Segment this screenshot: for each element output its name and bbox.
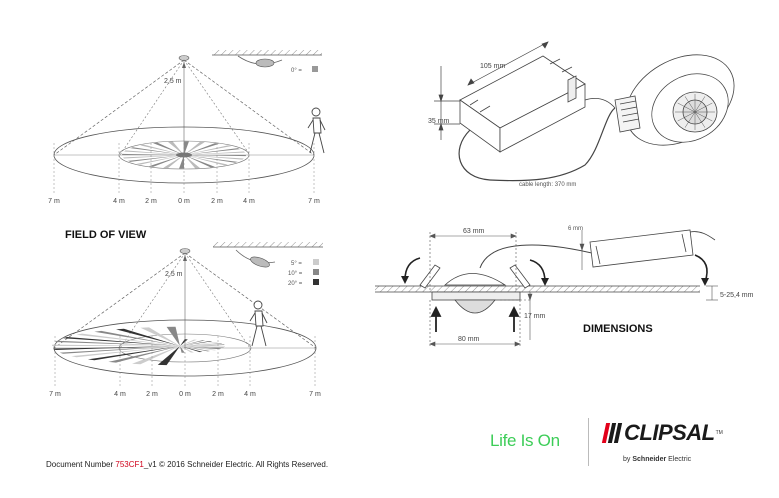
sensor-3d-drawing xyxy=(614,54,735,146)
distance-tick-label: 2 m xyxy=(145,198,157,205)
cable-diameter-label: 6 mm xyxy=(568,226,583,232)
distance-tick-label: 4 m xyxy=(113,198,125,205)
distance-tick-label: 7 m xyxy=(308,198,320,205)
clipsal-wordmark: CLIPSAL xyxy=(624,420,715,445)
clipsal-byline: by Schneider Electric xyxy=(623,456,691,463)
distance-tick-label: 4 m xyxy=(244,391,256,398)
sensor-icon xyxy=(179,248,191,254)
distance-tick-label: 0 m xyxy=(178,198,190,205)
distance-tick-label: 2 m xyxy=(211,198,223,205)
sensor-icon xyxy=(250,256,270,268)
legend-swatch-5deg xyxy=(313,259,319,265)
byline-by: by xyxy=(623,456,631,463)
document-footer: Document Number 753CF1_v1 © 2016 Schneid… xyxy=(46,460,328,469)
installation-drawing xyxy=(375,229,718,348)
walking-person-icon xyxy=(249,300,268,347)
box-length-label: 105 mm xyxy=(480,63,505,70)
box-dimension-lines xyxy=(434,41,549,140)
footer-prefix: Document Number xyxy=(46,460,114,469)
byline-electric: Electric xyxy=(668,456,692,463)
distance-tick-label: 7 m xyxy=(48,198,60,205)
mounting-height-label: 2,5 m xyxy=(164,78,182,85)
bottom-fov-diagram: 7 m 4 m 2 m 0 m 2 m 4 m 7 m xyxy=(49,242,323,398)
width-bottom-label: 80 mm xyxy=(458,336,480,343)
dimensions-heading: DIMENSIONS xyxy=(583,323,653,335)
ceiling-hatch xyxy=(213,242,323,247)
distance-scale: 7 m 4 m 2 m 0 m 2 m 4 m 7 m xyxy=(49,336,321,398)
distance-tick-label: 0 m xyxy=(179,391,191,398)
document-number: 753CF1 xyxy=(115,460,144,469)
legend-label-20deg: 20° = xyxy=(288,281,303,287)
legend-label-0deg: 0° = xyxy=(291,68,302,74)
life-is-on-logo: Life Is On xyxy=(490,431,560,450)
sensor-icon xyxy=(255,58,275,68)
ceiling-thickness-label: 5-25,4 mm xyxy=(720,292,754,299)
distance-tick-label: 4 m xyxy=(114,391,126,398)
top-fov-diagram: 7 m 4 m 2 m 0 m 2 m 4 m 7 m xyxy=(48,50,326,205)
footer-copyright: _v1 © 2016 Schneider Electric. All Right… xyxy=(143,460,329,469)
clipsal-bars-icon xyxy=(601,423,623,443)
distance-tick-label: 7 m xyxy=(49,391,61,398)
cable-length-label: cable length: 370 mm xyxy=(519,182,576,188)
distance-tick-label: 4 m xyxy=(243,198,255,205)
width-top-label: 63 mm xyxy=(463,228,485,235)
mounting-height-label: 2,5 m xyxy=(165,271,183,278)
legend-swatch-10deg xyxy=(313,269,319,275)
detection-zone-pattern xyxy=(122,141,246,169)
driver-box-drawing xyxy=(458,55,616,182)
distance-tick-label: 2 m xyxy=(212,391,224,398)
distance-scale: 7 m 4 m 2 m 0 m 2 m 4 m 7 m xyxy=(48,143,320,205)
legend-swatch-20deg xyxy=(313,279,319,285)
field-of-view-heading: FIELD OF VIEW xyxy=(65,229,147,241)
byline-schneider: Schneider xyxy=(632,456,667,463)
distance-tick-label: 2 m xyxy=(146,391,158,398)
legend-label-5deg: 5° = xyxy=(291,261,302,267)
legend-swatch-0deg xyxy=(312,66,318,72)
brand-divider xyxy=(588,418,589,466)
box-height-label: 35 mm xyxy=(428,118,450,125)
detection-zone-pattern-tilted xyxy=(52,326,225,366)
sensor-icon xyxy=(178,55,190,61)
distance-tick-label: 7 m xyxy=(309,391,321,398)
walking-person-icon xyxy=(307,107,326,154)
legend-label-10deg: 10° = xyxy=(288,271,303,277)
ceiling-hatch xyxy=(212,50,322,55)
recess-depth-label: 17 mm xyxy=(524,313,546,320)
